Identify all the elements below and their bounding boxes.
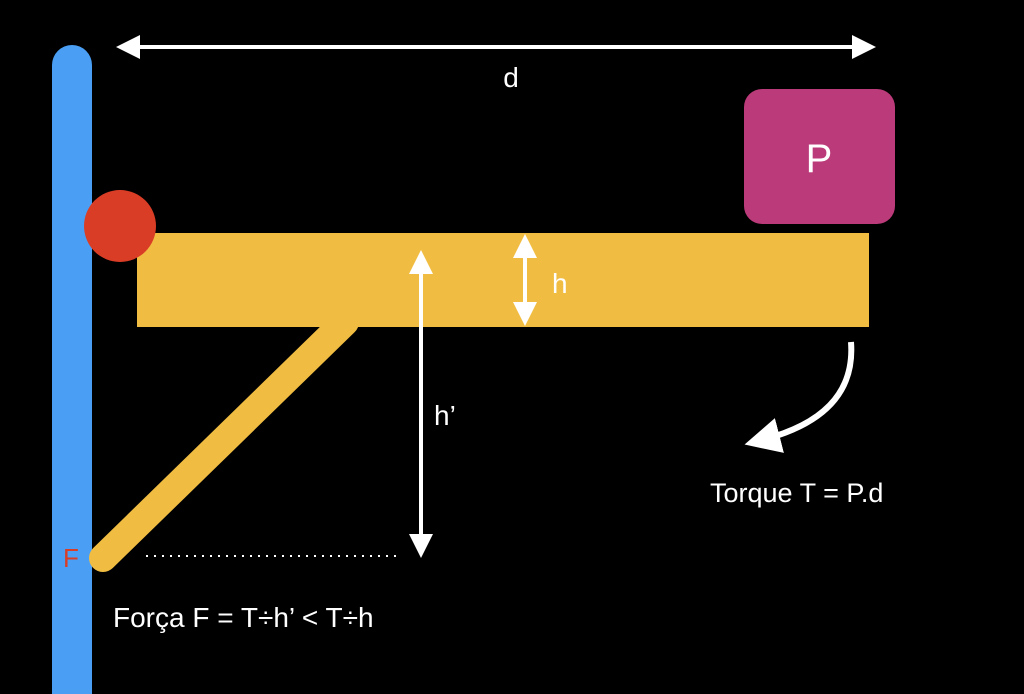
strut-height-label: h’: [434, 400, 456, 431]
weight-box: P: [744, 89, 895, 224]
force-formula: Força F = T÷h’ < T÷h: [113, 602, 374, 633]
weight-label: P: [806, 137, 833, 181]
distance-label: d: [503, 62, 519, 93]
force-point-label: F: [63, 543, 79, 573]
rotation-arrow: [744, 341, 855, 453]
diagonal-strut: [89, 308, 359, 572]
pivot-joint: [84, 190, 156, 262]
beam-height-label: h: [552, 268, 568, 299]
torque-formula: Torque T = P.d: [710, 478, 883, 508]
horizontal-beam: [137, 233, 869, 327]
wall-pole: [52, 45, 92, 694]
